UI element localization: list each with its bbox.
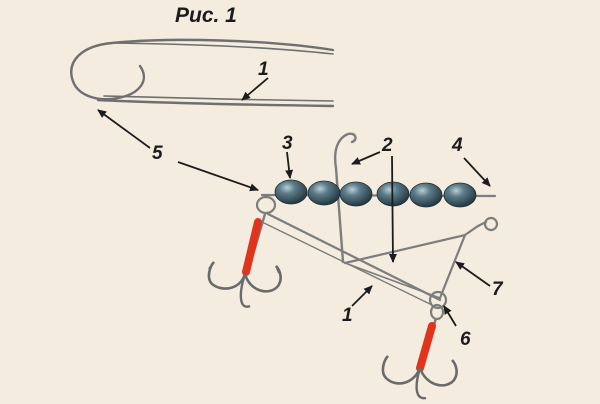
arrow-6-swivel (443, 305, 457, 327)
label-1-top: 1 (258, 59, 269, 80)
wire-loops (255, 195, 499, 321)
arrow-7-leader (455, 261, 491, 287)
arrow-1-bottom (351, 285, 373, 307)
label-2: 2 (382, 135, 393, 156)
bead (339, 181, 373, 207)
label-1-bottom: 1 (342, 305, 353, 326)
label-6: 6 (460, 329, 471, 350)
arrow-2-body (388, 155, 397, 263)
swivel-ring (428, 290, 448, 310)
arrow-4-tip (463, 157, 491, 187)
pointer-arrows (97, 77, 491, 327)
tip-loop (483, 216, 499, 232)
swivel-ring-inner (429, 303, 445, 321)
label-3: 3 (282, 133, 293, 154)
arrow-1-top (241, 77, 269, 101)
arrow-3-bead (285, 151, 294, 179)
rig-wire-frame (260, 132, 497, 306)
lower-treble-hook (381, 317, 458, 400)
figure-caption: Рис. 1 (175, 4, 237, 27)
bead (443, 182, 477, 208)
arrow-5-loop (97, 109, 151, 149)
front-loop (255, 195, 277, 215)
upper-treble-hook (207, 213, 282, 308)
bead (274, 179, 308, 205)
bead (409, 182, 443, 208)
sinker-beads (274, 179, 477, 208)
label-5: 5 (152, 143, 163, 164)
label-4: 4 (452, 135, 463, 156)
arrow-2-antenna (351, 151, 381, 165)
arrow-5-rig (177, 161, 259, 192)
bead (307, 180, 341, 206)
label-7: 7 (492, 279, 503, 300)
bent-wire-blank (70, 38, 335, 108)
